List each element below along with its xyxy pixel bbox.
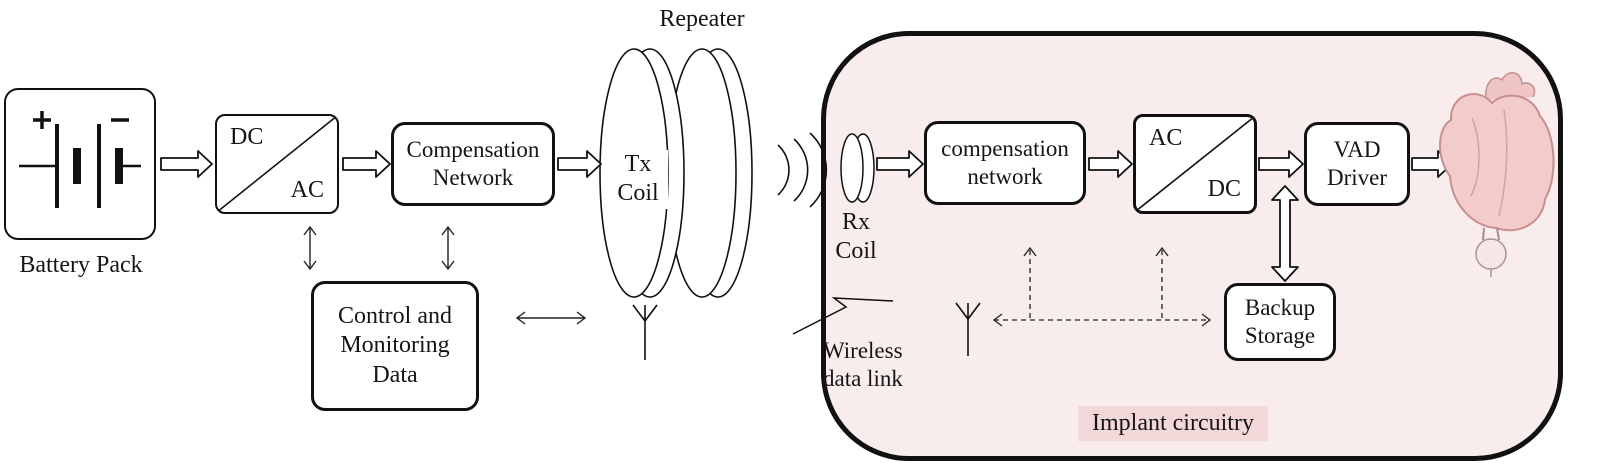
ac-label: AC xyxy=(290,176,324,203)
tx-antenna-shape xyxy=(632,304,658,360)
repeater-label: Repeater xyxy=(659,6,745,32)
implant-boundary xyxy=(821,31,1563,461)
control-monitoring-box: Control and Monitoring Data xyxy=(311,281,479,411)
ac-dc-converter-box: AC DC xyxy=(1133,114,1257,214)
arrow-compnet-control-icon xyxy=(441,225,455,271)
converter-diagonal xyxy=(1136,117,1254,211)
arrow-battery-to-dcac-icon xyxy=(160,150,213,178)
tx-antenna-icon xyxy=(632,304,658,360)
wireless-signal-icon xyxy=(777,132,828,208)
dc-ac-converter-box: DC AC xyxy=(215,114,339,214)
arrow-dcac-to-compnet-icon xyxy=(342,150,391,178)
implant-compensation-network-box: compensation network xyxy=(924,121,1086,205)
tx-coil-disc xyxy=(667,48,737,298)
battery-plus-sign xyxy=(33,111,51,129)
backup-storage-box: Backup Storage xyxy=(1224,283,1336,361)
wireless-data-link-label: Wireless data link xyxy=(823,338,903,392)
tx-coil-disc xyxy=(683,48,753,298)
battery-pack-box xyxy=(4,88,156,240)
dc-label: DC xyxy=(1207,175,1241,202)
vad-driver-box: VAD Driver xyxy=(1304,122,1410,206)
converter-diagonal xyxy=(217,116,337,212)
compensation-network-box: Compensation Network xyxy=(391,122,555,206)
arrow-control-antenna-icon xyxy=(515,311,587,325)
signal-arc xyxy=(777,144,790,196)
battery-icon xyxy=(19,111,141,208)
tx-coil-label: Tx Coil xyxy=(608,150,668,209)
arrow-dcac-control-icon xyxy=(303,225,317,271)
implant-circuitry-caption: Implant circuitry xyxy=(1078,406,1268,441)
signal-arc xyxy=(793,138,809,202)
dc-label: DC xyxy=(230,124,264,150)
rx-coil-label: Rx Coil xyxy=(835,209,877,265)
battery-pack-label: Battery Pack xyxy=(19,252,143,278)
ac-label: AC xyxy=(1149,125,1183,151)
arrow-compnet-to-txcoil-icon xyxy=(557,150,602,178)
